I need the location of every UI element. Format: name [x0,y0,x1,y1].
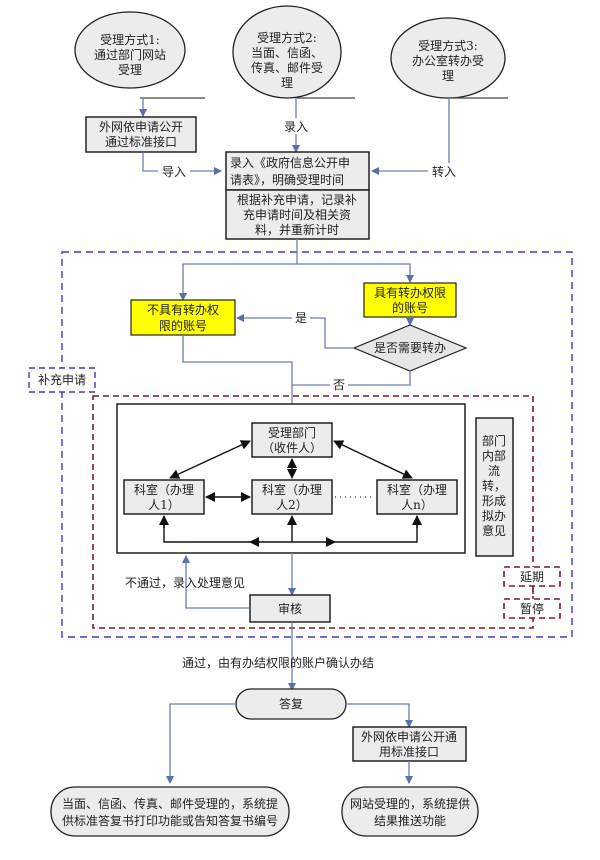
intake-method-2-line1: 受理方式2: [257,30,317,45]
supplement-region-border [61,251,573,638]
arrow-reply-offline [166,703,236,784]
review-label: 审核 [278,601,302,616]
online-result-node: 网站受理的，系统提供 结果推送功能 [341,786,479,837]
intake-method-1-line2: 通过部门网站 [94,47,166,62]
arrow-decision-no [292,371,411,386]
intake-method-3: 受理方式3: 办公室转办受 理 [390,17,508,99]
review-node: 审核 [249,594,331,623]
internal-note-6: 拟办 [482,508,506,523]
external-interface-outbound-line2: 用标准接口 [379,744,439,759]
transfer-decision-label: 是否需要转办 [374,340,446,355]
arrow-to-has-transfer-account [297,263,414,283]
arrow-no-transfer-to-department [182,335,296,419]
office-1-line1: 科室（办理 [134,482,194,497]
internal-note-1: 部门 [482,433,506,448]
internal-note-5: 形成 [482,494,506,508]
has-transfer-right-account: 具有转办权限 的账号 [363,282,457,318]
transfer-decision: 是否需要转办 [352,324,468,372]
record-form-line2: 请表》，明确受理时间 [230,173,344,187]
arrow-receiver-officen [333,440,413,479]
internal-note-4: 转， [482,478,506,493]
office-1-line2: 人1） [148,498,180,512]
label-no: 否 [333,378,345,392]
supplement-record-line2: 充申请时间及相关资 [243,207,351,222]
internal-note-3: 流 [488,464,500,478]
intake-method-3-line3: 理 [442,69,454,83]
arrow-to-no-transfer-account [179,239,298,301]
office-bus-line [163,516,418,543]
intake-method-3-line1: 受理方式3: [418,38,478,53]
offline-result-line1: 当面、信函、传真、邮件受理的，系统提 [62,796,278,811]
label-yes: 是 [295,311,307,325]
arrow-receiver-office1 [169,440,251,479]
record-form-node: 录入《政府信息公开申 请表》，明确受理时间 [225,151,370,191]
internal-note-2: 内部 [482,448,506,463]
online-result-line2: 结果推送功能 [374,813,446,828]
office-n-line2: 人n） [401,498,433,512]
receiver-department: 受理部门 （收件人） [251,422,333,458]
arrow-interface-to-form [142,152,222,175]
pause-button[interactable]: 暂停 [503,598,561,619]
intake-method-2-line2: 当面、信函、 [251,46,323,60]
office-2-line1: 科室（办理 [262,482,322,497]
reply-label: 答复 [279,696,303,711]
label-transfer-in: 转入 [432,164,456,179]
receiver-line2: （收件人） [262,441,322,455]
offline-result-node: 当面、信函、传真、邮件受理的，系统提 供标准答复书打印功能或告知答复书编号 [50,786,290,837]
has-transfer-right-line1: 具有转办权限 [374,285,446,300]
label-import: 导入 [162,165,186,179]
arrow-review-reject [182,555,250,609]
internal-flow-note: 部门 内部 流 转， 形成 拟办 意见 [475,417,514,557]
external-interface-inbound-line1: 外网依申请公开 [99,119,183,134]
office-n-line1: 科室（办理 [387,482,447,497]
external-interface-inbound: 外网依申请公开 通过标准接口 [85,116,197,153]
no-transfer-right-line1: 不具有转办权 [147,302,219,317]
offline-result-line2: 供标准答复书打印功能或告知答复书编号 [62,813,278,828]
no-transfer-right-line2: 限的账号 [159,318,207,333]
supplement-record-line1: 根据补充申请，记录补 [237,192,357,207]
label-entry: 录入 [284,120,308,134]
extend-button[interactable]: 延期 [503,566,561,587]
extend-label: 延期 [520,570,544,584]
arrow-reply-online [346,703,413,728]
pause-label: 暂停 [520,601,544,616]
intake-method-1-line1: 受理方式1: [100,32,160,47]
office-2: 科室（办理 人2） [251,479,333,515]
no-transfer-right-account: 不具有转办权 限的账号 [130,299,236,336]
record-form-line1: 录入《政府信息公开申 [230,155,350,170]
office-n: 科室（办理 人n） [376,479,458,515]
office-2-line2: 人2） [276,498,308,512]
reject-label: 不通过，录入处理意见 [125,575,245,590]
internal-note-7: 意见 [482,523,506,538]
department-region-border [92,395,534,629]
office-1: 科室（办理 人1） [123,479,205,515]
intake-method-3-line2: 办公室转办受 [412,53,484,68]
has-transfer-right-line2: 的账号 [392,300,428,315]
arrow-decision-yes [236,314,354,349]
external-interface-outbound-line1: 外网依申请公开通 [361,729,457,744]
arrow-method3-to-form [371,98,450,175]
external-interface-outbound: 外网依申请公开通 用标准接口 [352,726,467,762]
online-result-line1: 网站受理的，系统提供 [350,796,470,811]
external-interface-inbound-line2: 通过标准接口 [105,134,177,149]
supplement-record-line3: 料，并重新计时 [255,222,339,237]
supplement-record-node: 根据补充申请，记录补 充申请时间及相关资 料，并重新计时 [225,189,370,240]
supplement-request-label: 补充申请 [38,372,86,387]
intake-method-2-line3: 传真、邮件受 [251,60,323,75]
intake-method-2: 受理方式2: 当面、信函、 传真、邮件受 理 [232,5,355,99]
intake-method-1: 受理方式1: 通过部门网站 受理 [74,11,205,99]
intake-method-1-line3: 受理 [118,63,142,77]
supplement-request-tag: 补充申请 [28,367,96,393]
reply-node: 答复 [235,688,347,720]
receiver-line1: 受理部门 [268,425,316,440]
pass-label: 通过，由有办结权限的账户确认办结 [182,655,374,670]
intake-method-2-line4: 理 [281,76,293,90]
